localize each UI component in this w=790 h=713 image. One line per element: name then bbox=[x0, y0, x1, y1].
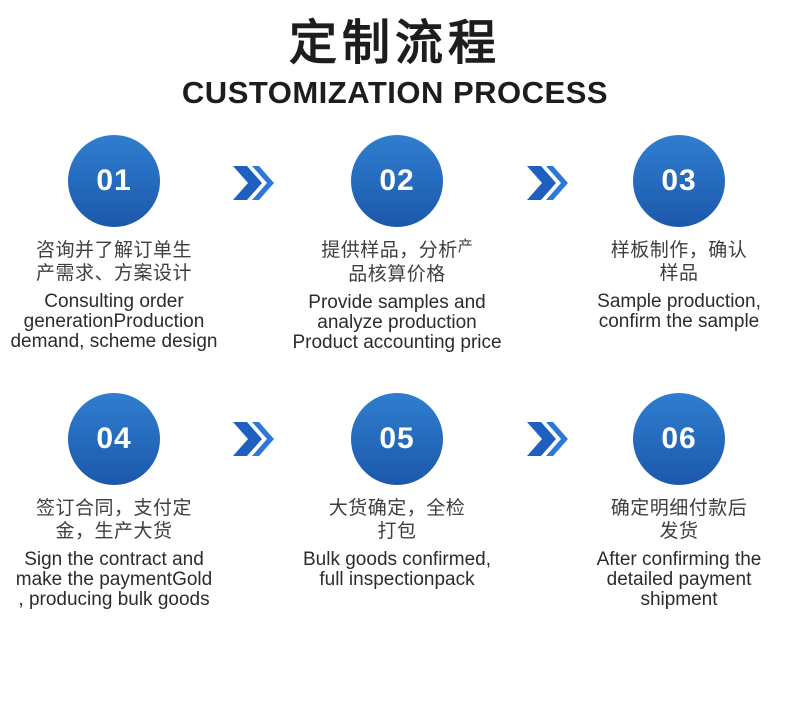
step-title-zh: 确定明细付款后 发货 bbox=[610, 498, 748, 542]
page-title-en: CUSTOMIZATION PROCESS bbox=[181, 75, 609, 110]
step-title-zh: 样板制作，确认 样品 bbox=[610, 240, 748, 284]
step-number-badge: 05 bbox=[351, 393, 443, 485]
page-title-zh: 定制流程 bbox=[288, 17, 501, 70]
step-title-en: Sample production, confirm the sample bbox=[597, 291, 761, 332]
step-number-badge: 01 bbox=[68, 135, 160, 227]
step-title-zh-small-char: 产 bbox=[457, 238, 473, 255]
process-step-06: 06 确定明细付款后 发货 After confirming the detai… bbox=[554, 393, 790, 610]
header: 定制流程 CUSTOMIZATION PROCESS bbox=[0, 16, 790, 110]
step-title-en: Provide samples and analyze production P… bbox=[292, 292, 502, 353]
step-number: 01 bbox=[96, 164, 132, 197]
next-step-arrow bbox=[527, 166, 568, 200]
step-title-zh: 签订合同，支付定 金，生产大货 bbox=[35, 498, 192, 542]
next-step-arrow bbox=[527, 422, 568, 456]
step-title-en: After confirming the detailed payment sh… bbox=[596, 549, 762, 610]
step-number: 02 bbox=[379, 164, 415, 197]
step-number: 06 bbox=[661, 422, 697, 455]
step-title-zh: 提供样品，分析产 品核算价格 bbox=[272, 238, 522, 286]
process-step-04: 04 签订合同，支付定 金，生产大货 Sign the contract and… bbox=[0, 393, 239, 610]
step-number: 03 bbox=[661, 164, 697, 197]
step-number: 04 bbox=[96, 422, 132, 455]
next-step-arrow bbox=[233, 166, 274, 200]
step-title-zh-line2: 品核算价格 bbox=[348, 264, 446, 285]
process-step-05: 05 大货确定，全检 打包 Bulk goods confirmed, full… bbox=[272, 393, 522, 590]
double-chevron-right-icon bbox=[233, 422, 274, 456]
step-title-en: Sign the contract and make the paymentGo… bbox=[15, 549, 213, 610]
step-number-badge: 06 bbox=[633, 393, 725, 485]
step-number: 05 bbox=[379, 422, 415, 455]
step-title-zh: 大货确定，全检 打包 bbox=[328, 498, 466, 542]
step-number-badge: 04 bbox=[68, 393, 160, 485]
process-step-01: 01 咨询并了解订单生 产需求、方案设计 Consulting order ge… bbox=[0, 135, 239, 352]
process-step-03: 03 样板制作，确认 样品 Sample production, confirm… bbox=[554, 135, 790, 332]
double-chevron-right-icon bbox=[233, 166, 274, 200]
step-title-zh-line1: 提供样品，分析 bbox=[321, 240, 458, 261]
next-step-arrow bbox=[233, 422, 274, 456]
process-step-02: 02 提供样品，分析产 品核算价格 Provide samples and an… bbox=[272, 135, 522, 353]
double-chevron-right-icon bbox=[527, 422, 568, 456]
step-title-en: Consulting order generationProduction de… bbox=[10, 291, 218, 352]
step-title-zh: 咨询并了解订单生 产需求、方案设计 bbox=[35, 240, 192, 284]
double-chevron-right-icon bbox=[527, 166, 568, 200]
step-number-badge: 02 bbox=[351, 135, 443, 227]
step-title-en: Bulk goods confirmed, full inspectionpac… bbox=[303, 549, 491, 590]
step-number-badge: 03 bbox=[633, 135, 725, 227]
